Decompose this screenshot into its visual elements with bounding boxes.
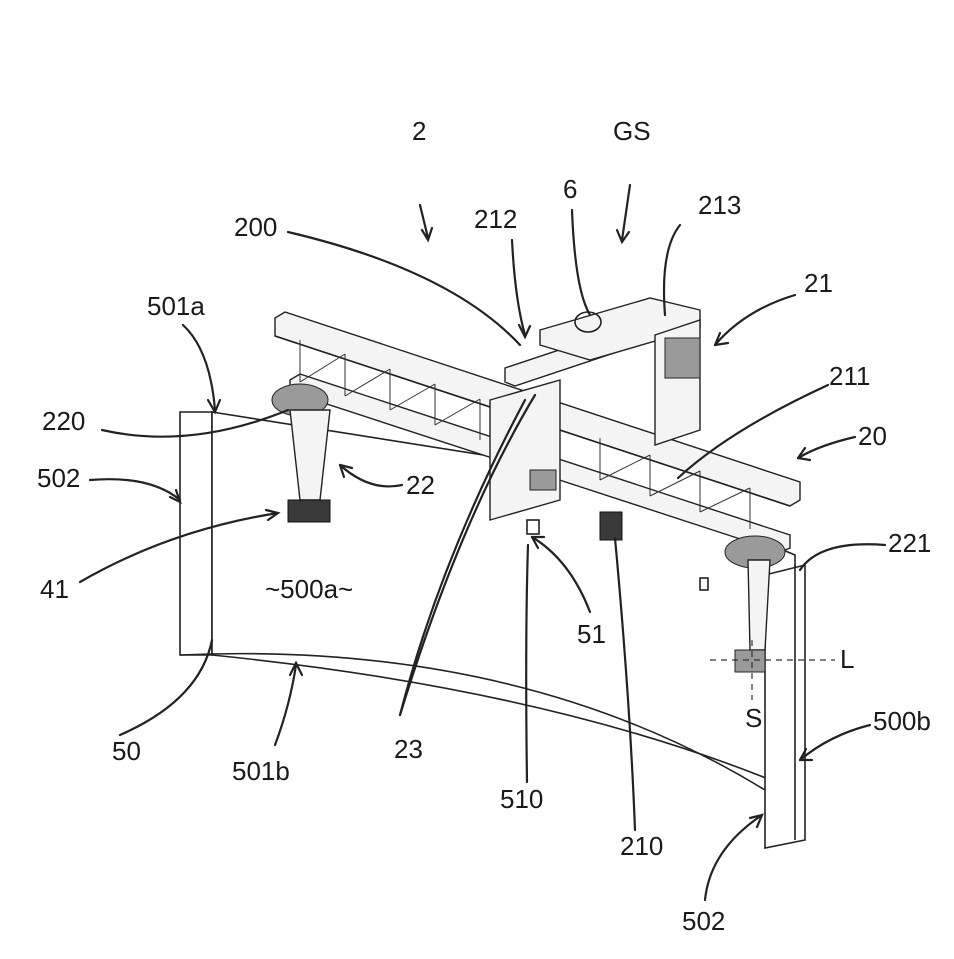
label-500a: ~500a~ [265, 574, 353, 604]
label-51: 51 [577, 619, 606, 649]
label-221: 221 [888, 528, 931, 558]
label-S: S [745, 703, 762, 733]
label-210: 210 [620, 831, 663, 861]
label-213: 213 [698, 190, 741, 220]
part-210 [600, 512, 622, 540]
label-220: 220 [42, 406, 85, 436]
label-6: 6 [563, 174, 577, 204]
label-510: 510 [500, 784, 543, 814]
label-L: L [840, 644, 854, 674]
label-211: 211 [829, 361, 870, 391]
label-502-top: 502 [37, 463, 80, 493]
label-50: 50 [112, 736, 141, 766]
label-501b: 501b [232, 756, 290, 786]
label-212: 212 [474, 204, 517, 234]
label-501a: 501a [147, 291, 205, 321]
label-2: 2 [412, 116, 426, 146]
label-23: 23 [394, 734, 423, 764]
label-21: 21 [804, 268, 833, 298]
marker-51 [527, 520, 539, 534]
label-41: 41 [40, 574, 69, 604]
label-GS: GS [613, 116, 651, 146]
label-22: 22 [406, 470, 435, 500]
label-502-bottom: 502 [682, 906, 725, 936]
label-500b: 500b [873, 706, 931, 736]
gripper-41 [288, 500, 330, 522]
label-200: 200 [234, 212, 277, 242]
label-20: 20 [858, 421, 887, 451]
